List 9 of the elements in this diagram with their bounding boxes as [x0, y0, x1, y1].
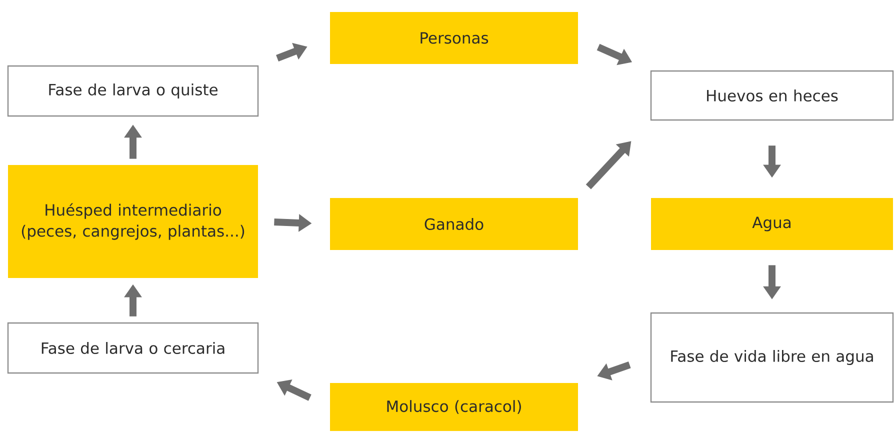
stage-box: Fase de vida libre en agua — [650, 312, 894, 403]
process-box: Huésped intermediario (peces, cangrejos, plantas...) — [8, 165, 258, 278]
process-box: Personas — [330, 12, 578, 64]
process-box: Agua — [651, 198, 893, 250]
stage-box: Fase de larva o quiste — [7, 65, 259, 117]
process-box: Molusco (caracol) — [330, 383, 578, 431]
process-box: Ganado — [330, 198, 578, 250]
stage-box: Fase de larva o cercaria — [7, 322, 259, 374]
stage-box: Huevos en heces — [650, 70, 894, 121]
